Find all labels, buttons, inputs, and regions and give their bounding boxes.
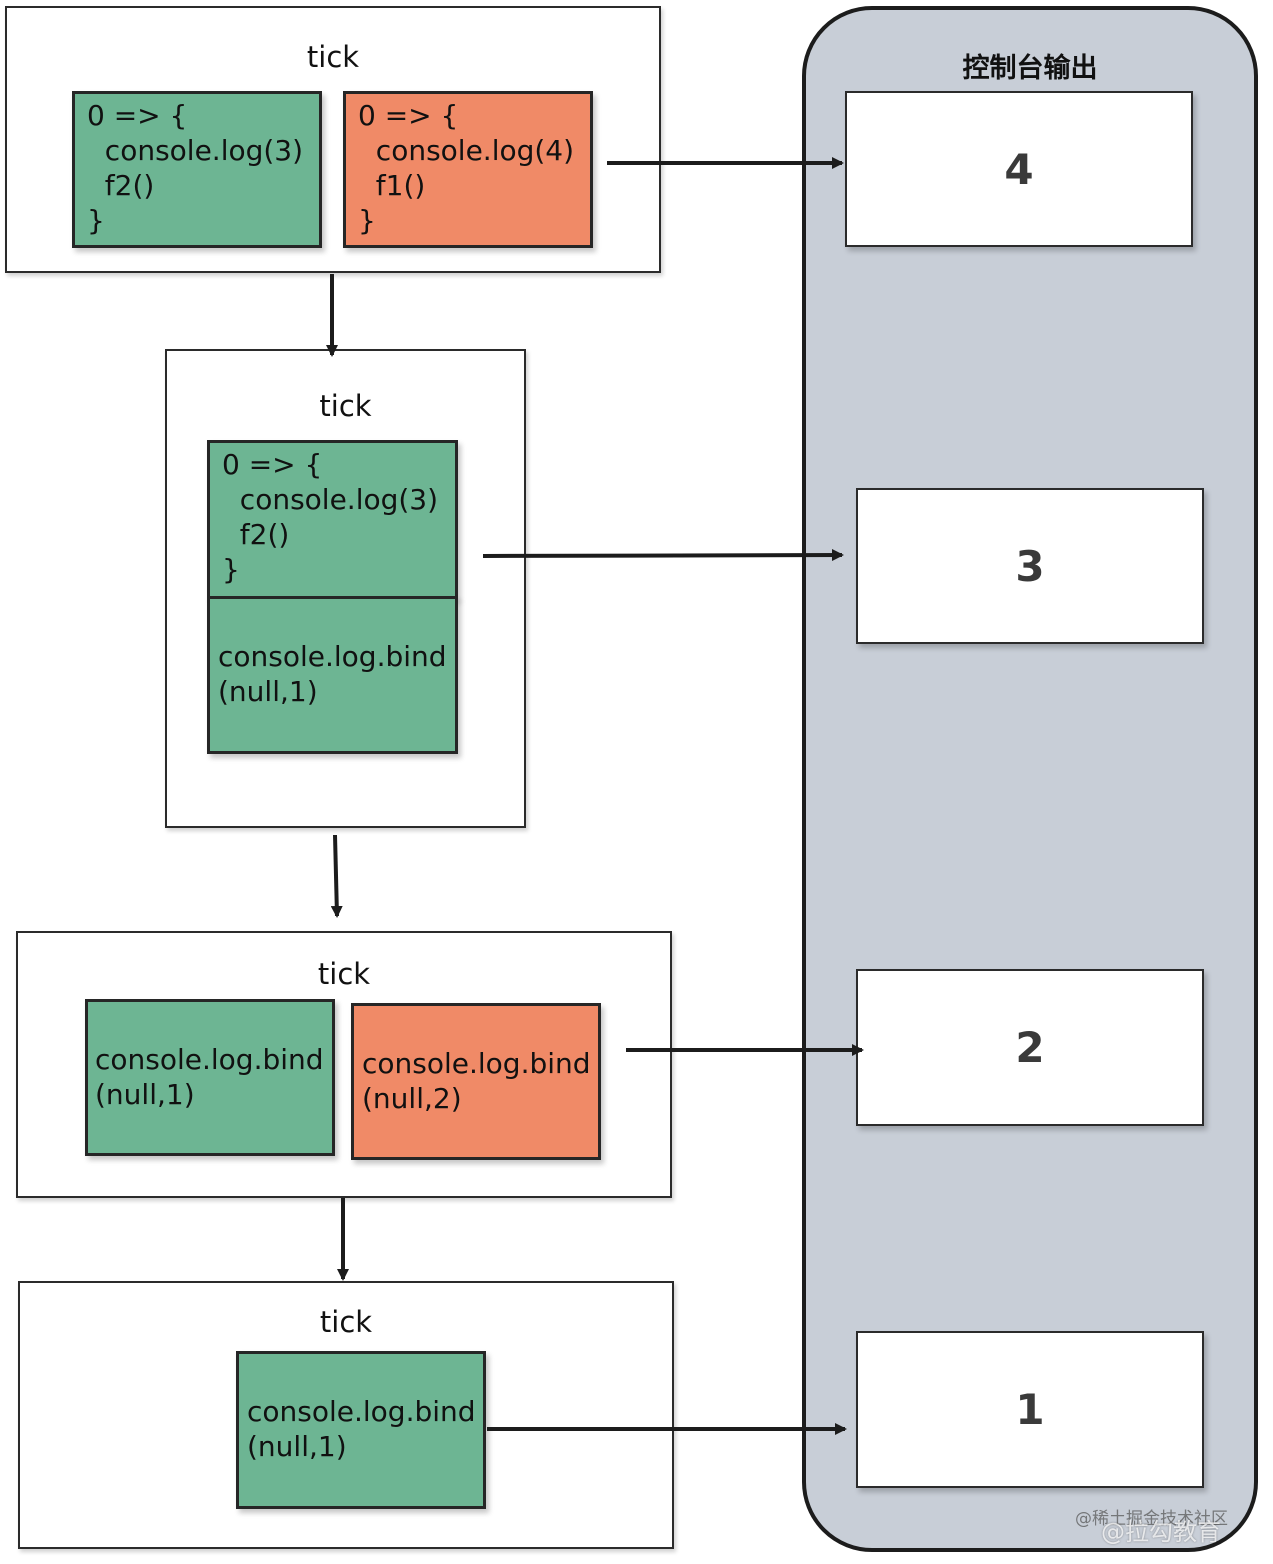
- code-line: (null,1): [95, 1078, 195, 1111]
- code-line: console.log(3): [87, 134, 304, 167]
- code-line: }: [87, 204, 105, 237]
- output-box-4: 1: [856, 1331, 1204, 1488]
- callback-block-green: console.log.bind (null,1): [236, 1351, 486, 1509]
- code-line: console.log.bind: [247, 1395, 476, 1428]
- watermark-line-1: @稀土掘金技术社区: [1075, 1509, 1228, 1529]
- tick-label: tick: [317, 957, 371, 991]
- arrow-tick2-to-tick3: [330, 834, 343, 918]
- tick-label: tick: [306, 40, 360, 74]
- callback-block-green: console.log.bind (null,1): [207, 596, 458, 754]
- output-box-1: 4: [845, 91, 1193, 247]
- tick-label: tick: [319, 1305, 373, 1339]
- code-line: 0 => {: [222, 448, 323, 481]
- code-line: console.log(4): [358, 134, 575, 167]
- arrow-to-output-3: [482, 549, 844, 562]
- output-box-2: 3: [856, 488, 1204, 644]
- tick-label: tick: [319, 389, 372, 423]
- output-value: 2: [1015, 1023, 1045, 1072]
- output-value: 3: [1015, 541, 1045, 591]
- code-line: f2(): [87, 169, 155, 202]
- code-line: f1(): [358, 169, 426, 202]
- watermark-line-2: @拉勾教育: [1101, 1518, 1221, 1546]
- code-line: (null,2): [362, 1082, 462, 1115]
- console-output-title: 控制台输出: [962, 53, 1098, 84]
- callback-block-green: 0 => { console.log(3) f2() }: [72, 91, 322, 248]
- watermark: @稀土掘金技术社区 @拉勾教育: [1075, 1504, 1265, 1564]
- output-value: 4: [1004, 144, 1034, 194]
- callback-block-orange: console.log.bind (null,2): [351, 1003, 601, 1160]
- output-value: 1: [1015, 1385, 1045, 1434]
- code-line: (null,1): [247, 1430, 347, 1463]
- console-output-panel: 控制台输出: [802, 6, 1258, 1552]
- code-line: 0 => {: [358, 99, 459, 132]
- code-line: }: [358, 204, 376, 237]
- callback-block-green: console.log.bind (null,1): [85, 999, 335, 1156]
- code-line: f2(): [222, 518, 290, 551]
- code-line: console.log.bind: [95, 1043, 324, 1076]
- code-line: (null,1): [218, 675, 318, 708]
- code-line: 0 => {: [87, 99, 188, 132]
- code-line: console.log.bind: [218, 640, 447, 673]
- code-line: }: [222, 553, 240, 586]
- callback-block-orange: 0 => { console.log(4) f1() }: [343, 91, 593, 248]
- code-line: console.log.bind: [362, 1047, 591, 1080]
- code-line: console.log(3): [222, 483, 439, 516]
